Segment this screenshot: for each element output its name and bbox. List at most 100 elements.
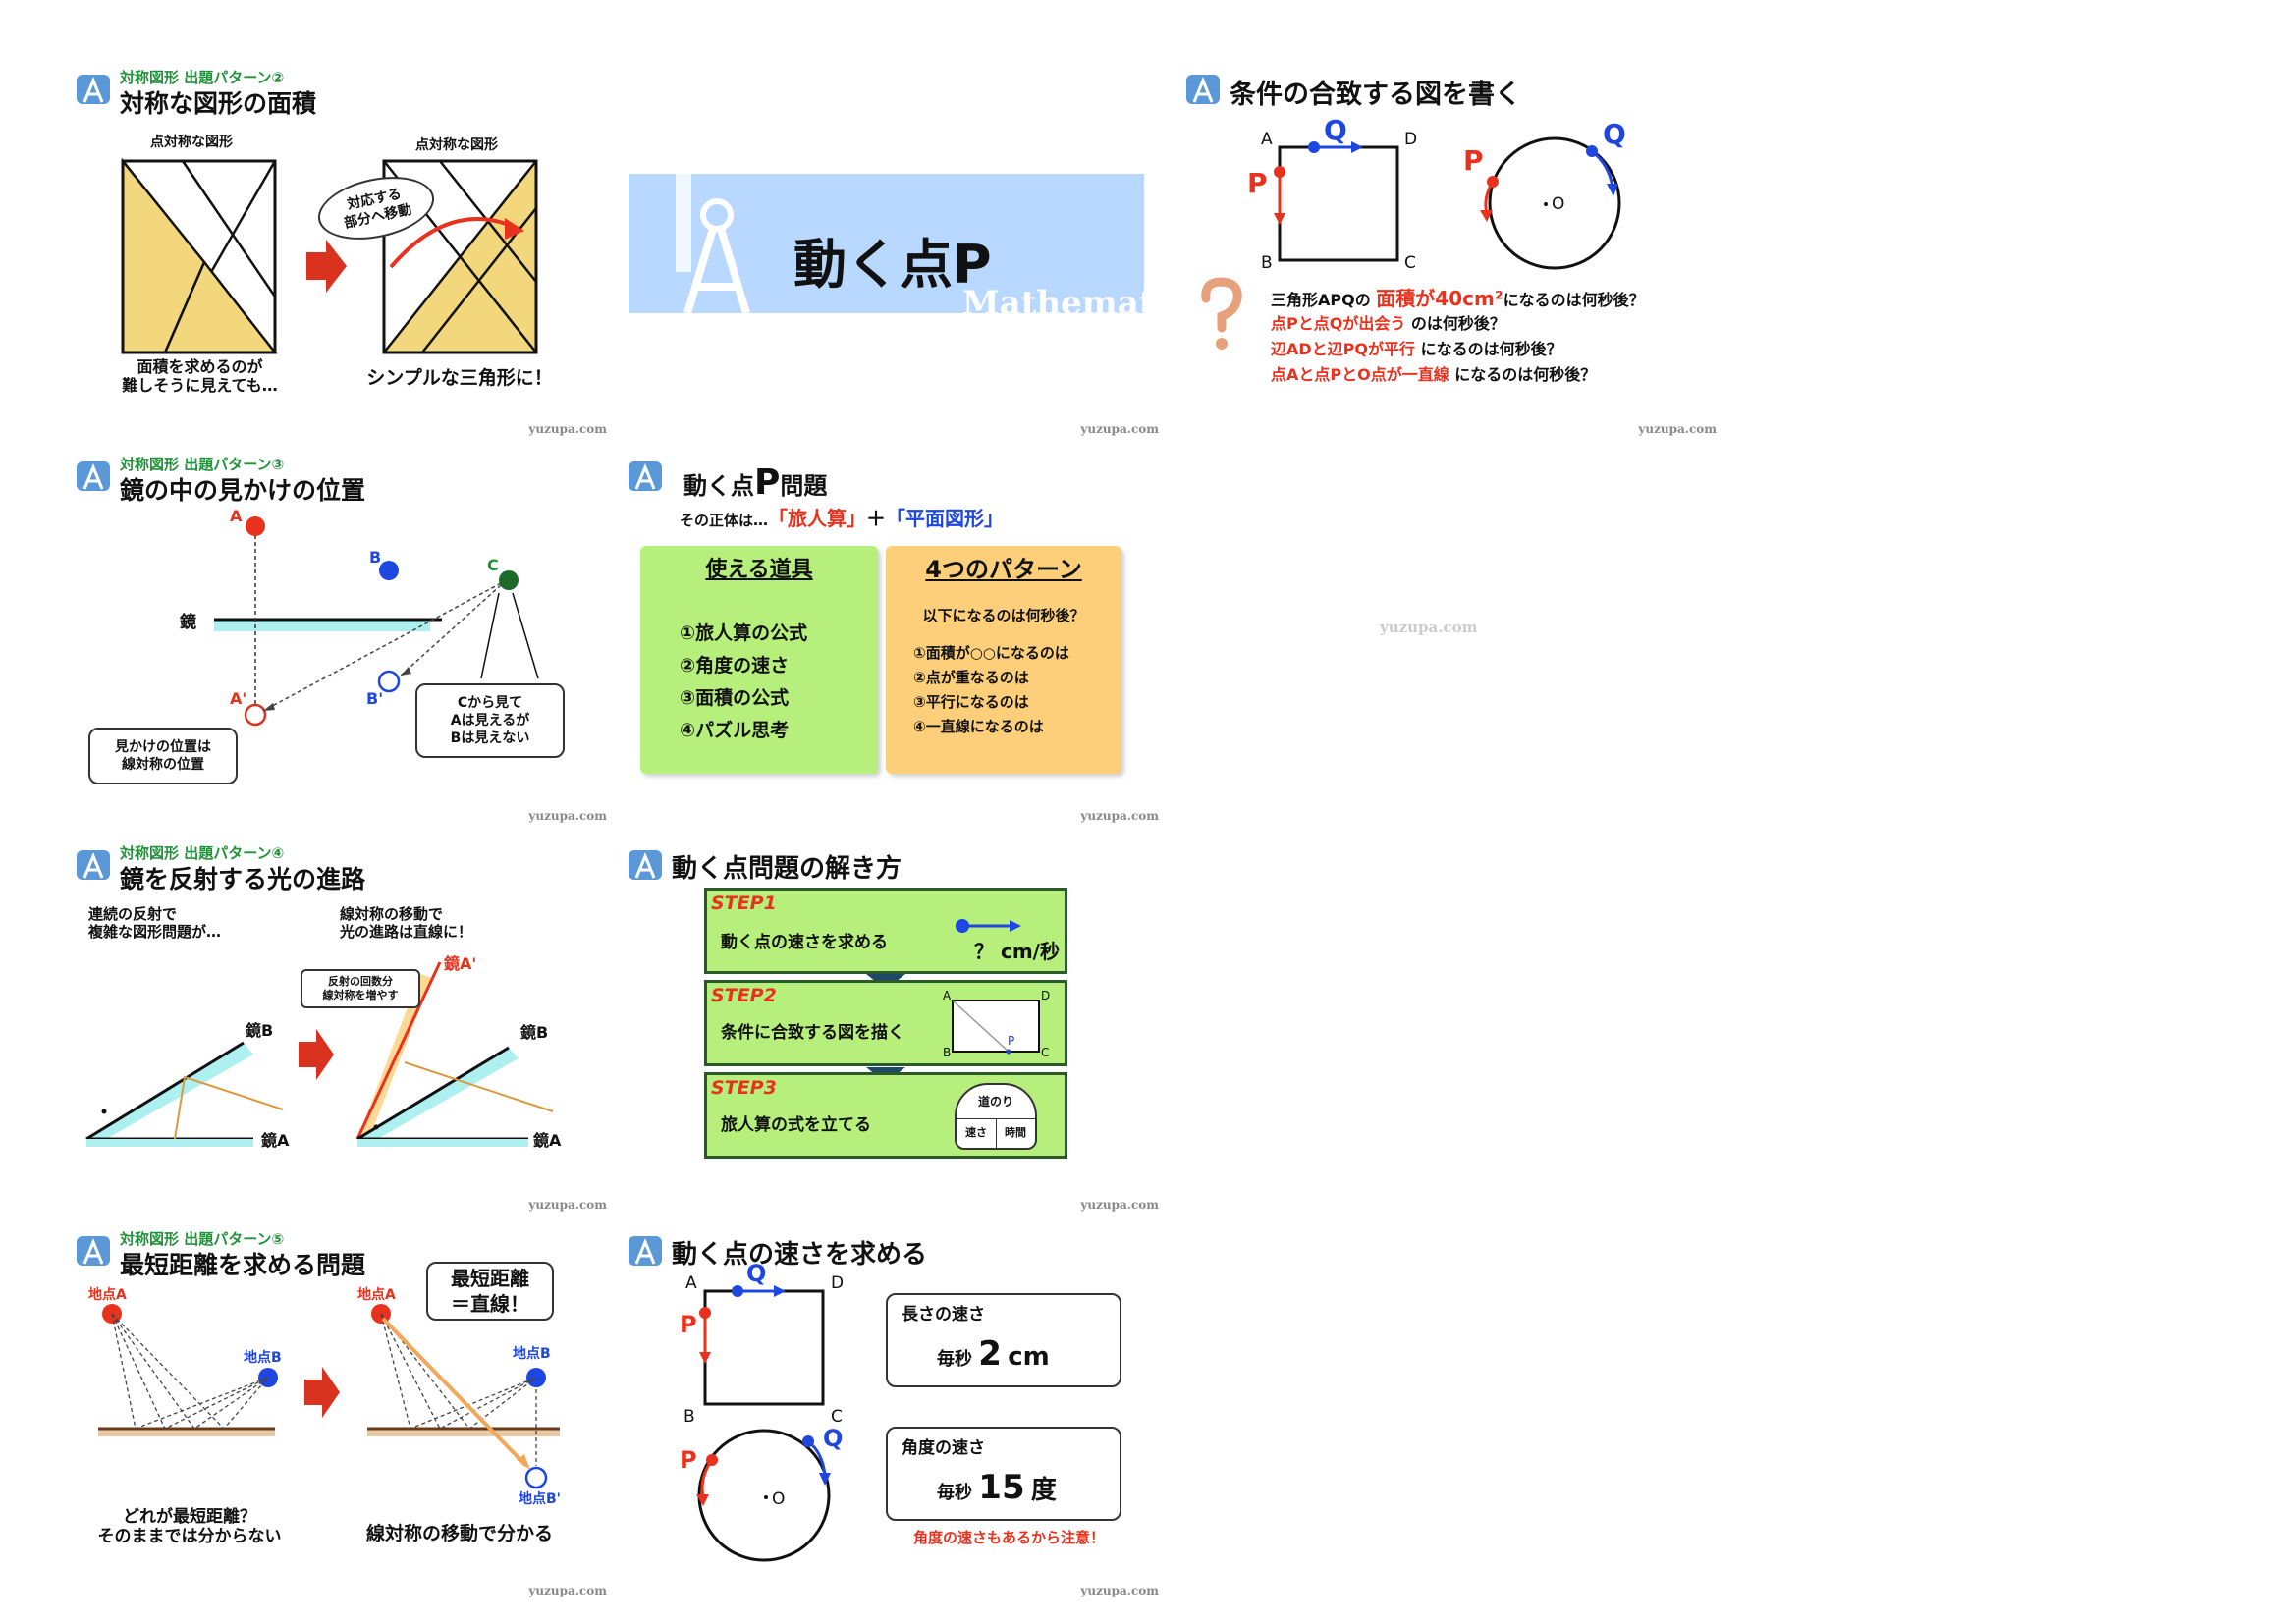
- card4-title: 鏡の中の見かけの位置: [120, 476, 366, 505]
- card3-pt-a: A: [1261, 130, 1273, 149]
- arrow-right-icon: [304, 1367, 340, 1418]
- logo-icon: [77, 461, 110, 491]
- card3-q1: 三角形APQの 面積が40cm²になるのは何秒後？: [1271, 287, 1645, 310]
- formula-time: 時間: [1005, 1126, 1026, 1139]
- logo-icon: [629, 461, 662, 491]
- linear-speed-label: 長さの速さ: [902, 1305, 985, 1325]
- card-solving-steps: 動く点問題の解き方 STEP1 動く点の速さを求める ？ cm/秒 STEP2 …: [629, 846, 1159, 1212]
- card3-pt-b: B: [1261, 253, 1273, 273]
- card6-mirror-b2: 鏡B: [520, 1023, 549, 1042]
- angular-speed-label: 角度の速さ: [902, 1438, 985, 1458]
- logo-icon: [629, 1236, 662, 1266]
- pattern-item: ④一直線になるのは: [913, 718, 1044, 735]
- card4-diagram: [77, 461, 539, 727]
- card5-title: 動く点P問題: [683, 462, 828, 503]
- step-3-text: 旅人算の式を立てる: [721, 1115, 871, 1135]
- card5-source: yuzupa.com: [1080, 809, 1159, 823]
- step-2-pt-p: P: [1008, 1034, 1015, 1048]
- card6-mirror-a3: 鏡A: [533, 1131, 562, 1150]
- card4-bubble-right: Cから見て Aは見えるが Bは見えない: [415, 683, 565, 758]
- card8-pt-a-right: 地点A: [357, 1287, 396, 1303]
- card5-subline: その正体は…「旅人算」＋「平面図形」: [680, 507, 1005, 530]
- logo-icon: [629, 850, 662, 880]
- card6-mirror-a: 鏡A: [261, 1131, 290, 1150]
- page-watermark: yuzupa.com: [1380, 619, 1478, 636]
- card3-pt-p: P: [1247, 167, 1268, 199]
- angular-speed-bubble: 角度の速さ 毎秒 15 度: [886, 1427, 1121, 1521]
- card4-pt-b2: B': [366, 689, 384, 708]
- card6-diagram: [77, 850, 554, 1147]
- arrow-right-icon: [299, 1029, 334, 1080]
- step-3: STEP3 旅人算の式を立てる 道のり 速さ 時間: [704, 1072, 1067, 1159]
- card6-cap-right: 線対称の移動で 光の進路は直線に！: [340, 905, 473, 941]
- card6-bubble: 反射の回数分 線対称を増やす: [301, 969, 420, 1008]
- step-2: STEP2 条件に合致する図を描く A D B C P: [704, 980, 1067, 1066]
- card1-subtitle: 対称図形 出題パターン②: [120, 69, 285, 86]
- logo-icon: [77, 1236, 110, 1266]
- logo-icon: [77, 850, 110, 880]
- card9-pt-q: Q: [746, 1260, 767, 1287]
- card1-caption-left: 面積を求めるのが 難しそうに見えても…: [122, 357, 278, 396]
- card2-source: yuzupa.com: [1080, 422, 1159, 436]
- step-2-figure: [952, 1000, 1040, 1055]
- formula-dome: 道のり 速さ 時間: [955, 1083, 1037, 1150]
- angular-speed-value: 毎秒 15 度: [937, 1468, 1057, 1507]
- card-shortest-distance: 対称図形 出題パターン⑤ 最短距離を求める問題 地点A 地点B 地点A 地点B …: [77, 1230, 607, 1597]
- patterns-box: 4つのパターン 以下になるのは何秒後？ ①面積が○○になるのは ②点が重なるのは…: [886, 546, 1121, 774]
- tools-box: 使える道具 ①旅人算の公式 ②角度の速さ ③面積の公式 ④パズル思考: [640, 546, 878, 774]
- card2-banner: 動く点P Mathematics: [629, 174, 1144, 313]
- card3-pt-q: Q: [1324, 114, 1347, 146]
- card3-circle-pt-q: Q: [1603, 118, 1626, 150]
- card4-subtitle: 対称図形 出題パターン③: [120, 456, 285, 473]
- card4-pt-c: C: [487, 556, 499, 574]
- step-1-badge: STEP1: [711, 893, 777, 914]
- card3-pt-c: C: [1404, 253, 1416, 273]
- card3-pt-d: D: [1404, 130, 1418, 149]
- card1-right-label: 点対称な図形: [415, 137, 498, 153]
- tool-item: ①旅人算の公式: [680, 622, 808, 644]
- card8-source: yuzupa.com: [528, 1584, 607, 1597]
- card6-cap-left: 連続の反射で 複雑な図形問題が…: [88, 905, 222, 941]
- card-speed-of-point: 動く点の速さを求める A D B C P Q P Q O 長さの速さ 毎秒 2 …: [629, 1232, 1159, 1597]
- arrow-right-icon: [306, 240, 347, 293]
- card6-mirror-b: 鏡B: [246, 1021, 274, 1040]
- step-1-text: 動く点の速さを求める: [721, 933, 888, 952]
- card-symmetric-area: 対称図形 出題パターン② 対称な図形の面積 点対称な図形 点対称な図形 対応する…: [77, 69, 607, 436]
- card3-circle-pt-p: P: [1463, 144, 1484, 177]
- card4-pt-a: A: [230, 507, 243, 525]
- card6-mirror-a2: 鏡A': [444, 954, 477, 973]
- card4-pt-a2: A': [230, 689, 247, 708]
- card3-diagram: [1186, 75, 1621, 350]
- card8-pt-a: 地点A: [88, 1287, 127, 1303]
- patterns-title: 4つのパターン: [925, 556, 1082, 583]
- card8-pt-b-right: 地点B: [513, 1346, 551, 1362]
- card7-title: 動く点問題の解き方: [672, 854, 902, 884]
- card8-pt-b2: 地点B': [519, 1491, 561, 1507]
- right-rect: [382, 159, 538, 354]
- card-moving-point: 動く点P Mathematics yuzupa.com: [629, 71, 1159, 436]
- tool-item: ④パズル思考: [680, 720, 790, 741]
- formula-speed: 速さ: [965, 1126, 987, 1139]
- step-2-badge: STEP2: [711, 985, 777, 1006]
- card4-mirror: 鏡: [180, 613, 196, 632]
- formula-distance: 道のり: [977, 1095, 1013, 1109]
- step-2-text: 条件に合致する図を描く: [721, 1023, 904, 1043]
- card9-circle-pt-q: Q: [823, 1425, 844, 1452]
- step-1: STEP1 動く点の速さを求める ？ cm/秒: [704, 888, 1067, 974]
- pattern-item: ②点が重なるのは: [913, 669, 1029, 686]
- card8-diagram: [77, 1236, 560, 1489]
- pattern-item: ①面積が○○になるのは: [913, 644, 1069, 662]
- card9-note: 角度の速さもあるから注意！: [913, 1529, 1106, 1546]
- card7-diagram: [629, 850, 662, 880]
- card-moving-point-problem: 動く点P問題 その正体は…「旅人算」＋「平面図形」 使える道具 ①旅人算の公式 …: [629, 458, 1159, 823]
- question-icon: [1201, 277, 1242, 350]
- card-light-reflection: 対称図形 出題パターン④ 鏡を反射する光の進路 連続の反射で 複雑な図形問題が……: [77, 844, 607, 1212]
- card9-pt-p: P: [680, 1311, 697, 1338]
- card3-title: 条件の合致する図を書く: [1230, 80, 1521, 110]
- card8-bubble: 最短距離 ＝直線！: [426, 1262, 554, 1321]
- card1-diagram: [77, 75, 538, 354]
- card9-source: yuzupa.com: [1080, 1584, 1159, 1597]
- tool-item: ②角度の速さ: [680, 655, 790, 676]
- card8-cap-right: 線対称の移動で分かる: [365, 1523, 553, 1544]
- card-mirror-position: 対称図形 出題パターン③ 鏡の中の見かけの位置 鏡 A B C A' B' 見か…: [77, 456, 607, 823]
